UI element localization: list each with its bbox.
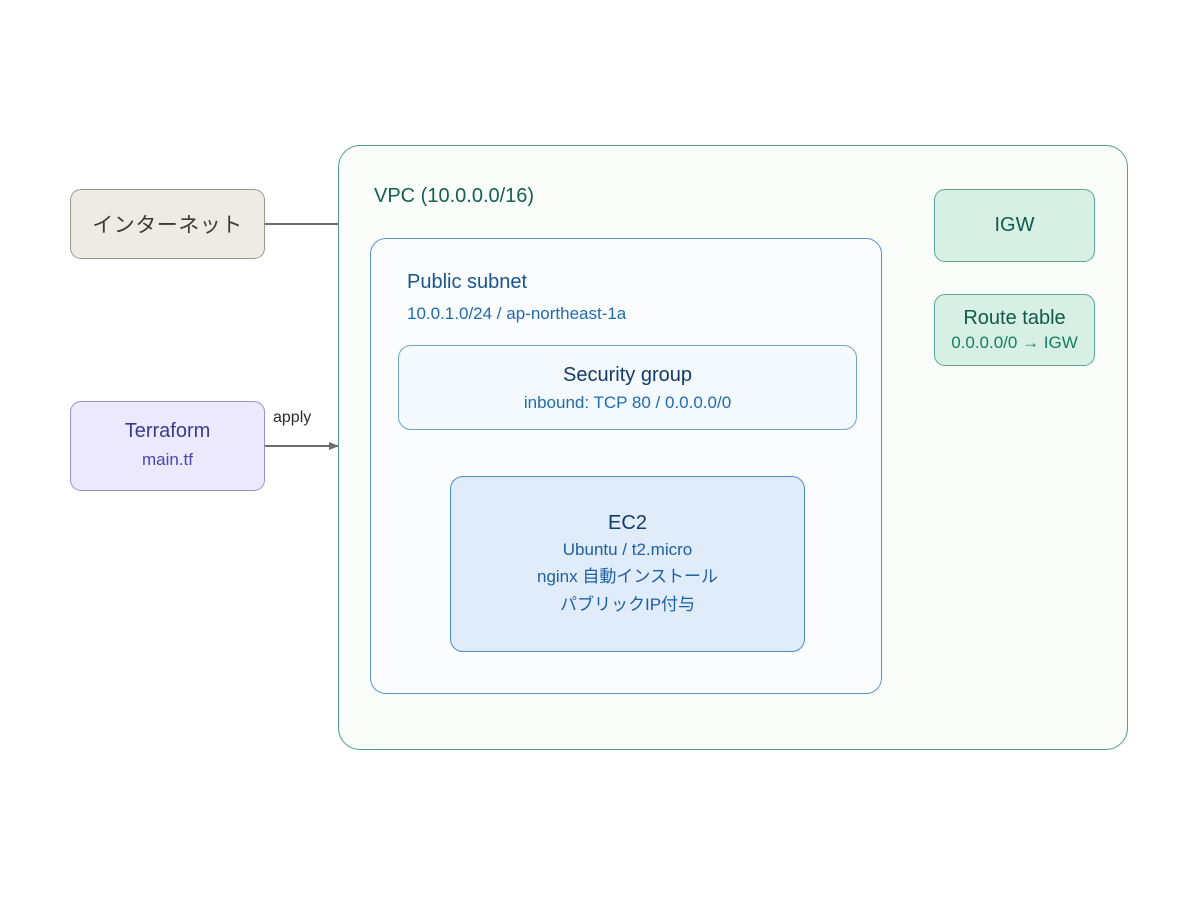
terraform-title: Terraform	[124, 420, 211, 443]
route-table-route: 0.0.0.0/0 → IGW	[951, 332, 1078, 352]
public-subnet-title: Public subnet	[407, 271, 528, 293]
ec2-public-ip-note: パブリックIP付与	[559, 594, 696, 614]
igw-node[interactable]: IGW	[934, 189, 1095, 262]
ec2-title: EC2	[608, 511, 647, 534]
security-group-title: Security group	[563, 363, 692, 386]
security-group-node[interactable]: Security group inbound: TCP 80 / 0.0.0.0…	[398, 345, 857, 430]
internet-node[interactable]: インターネット	[70, 189, 265, 259]
public-subnet-cidr-label: 10.0.1.0/24 / ap-northeast-1a	[407, 304, 627, 323]
terraform-file-label: main.tf	[141, 450, 194, 470]
route-table-title: Route table	[963, 306, 1066, 329]
igw-title: IGW	[994, 214, 1035, 236]
ec2-node[interactable]: EC2 Ubuntu / t2.micro nginx 自動インストール パブリ…	[450, 476, 805, 652]
ec2-nginx-note: nginx 自動インストール	[536, 567, 719, 587]
vpc-label: VPC (10.0.0.0/16)	[374, 185, 535, 207]
apply-edge-label: apply	[273, 409, 312, 426]
internet-label: インターネット	[92, 214, 243, 237]
route-table-node[interactable]: Route table 0.0.0.0/0 → IGW	[934, 294, 1095, 366]
ec2-instance-spec: Ubuntu / t2.micro	[562, 539, 693, 559]
terraform-node[interactable]: Terraform main.tf	[70, 401, 265, 491]
security-group-rule: inbound: TCP 80 / 0.0.0.0/0	[523, 392, 732, 412]
